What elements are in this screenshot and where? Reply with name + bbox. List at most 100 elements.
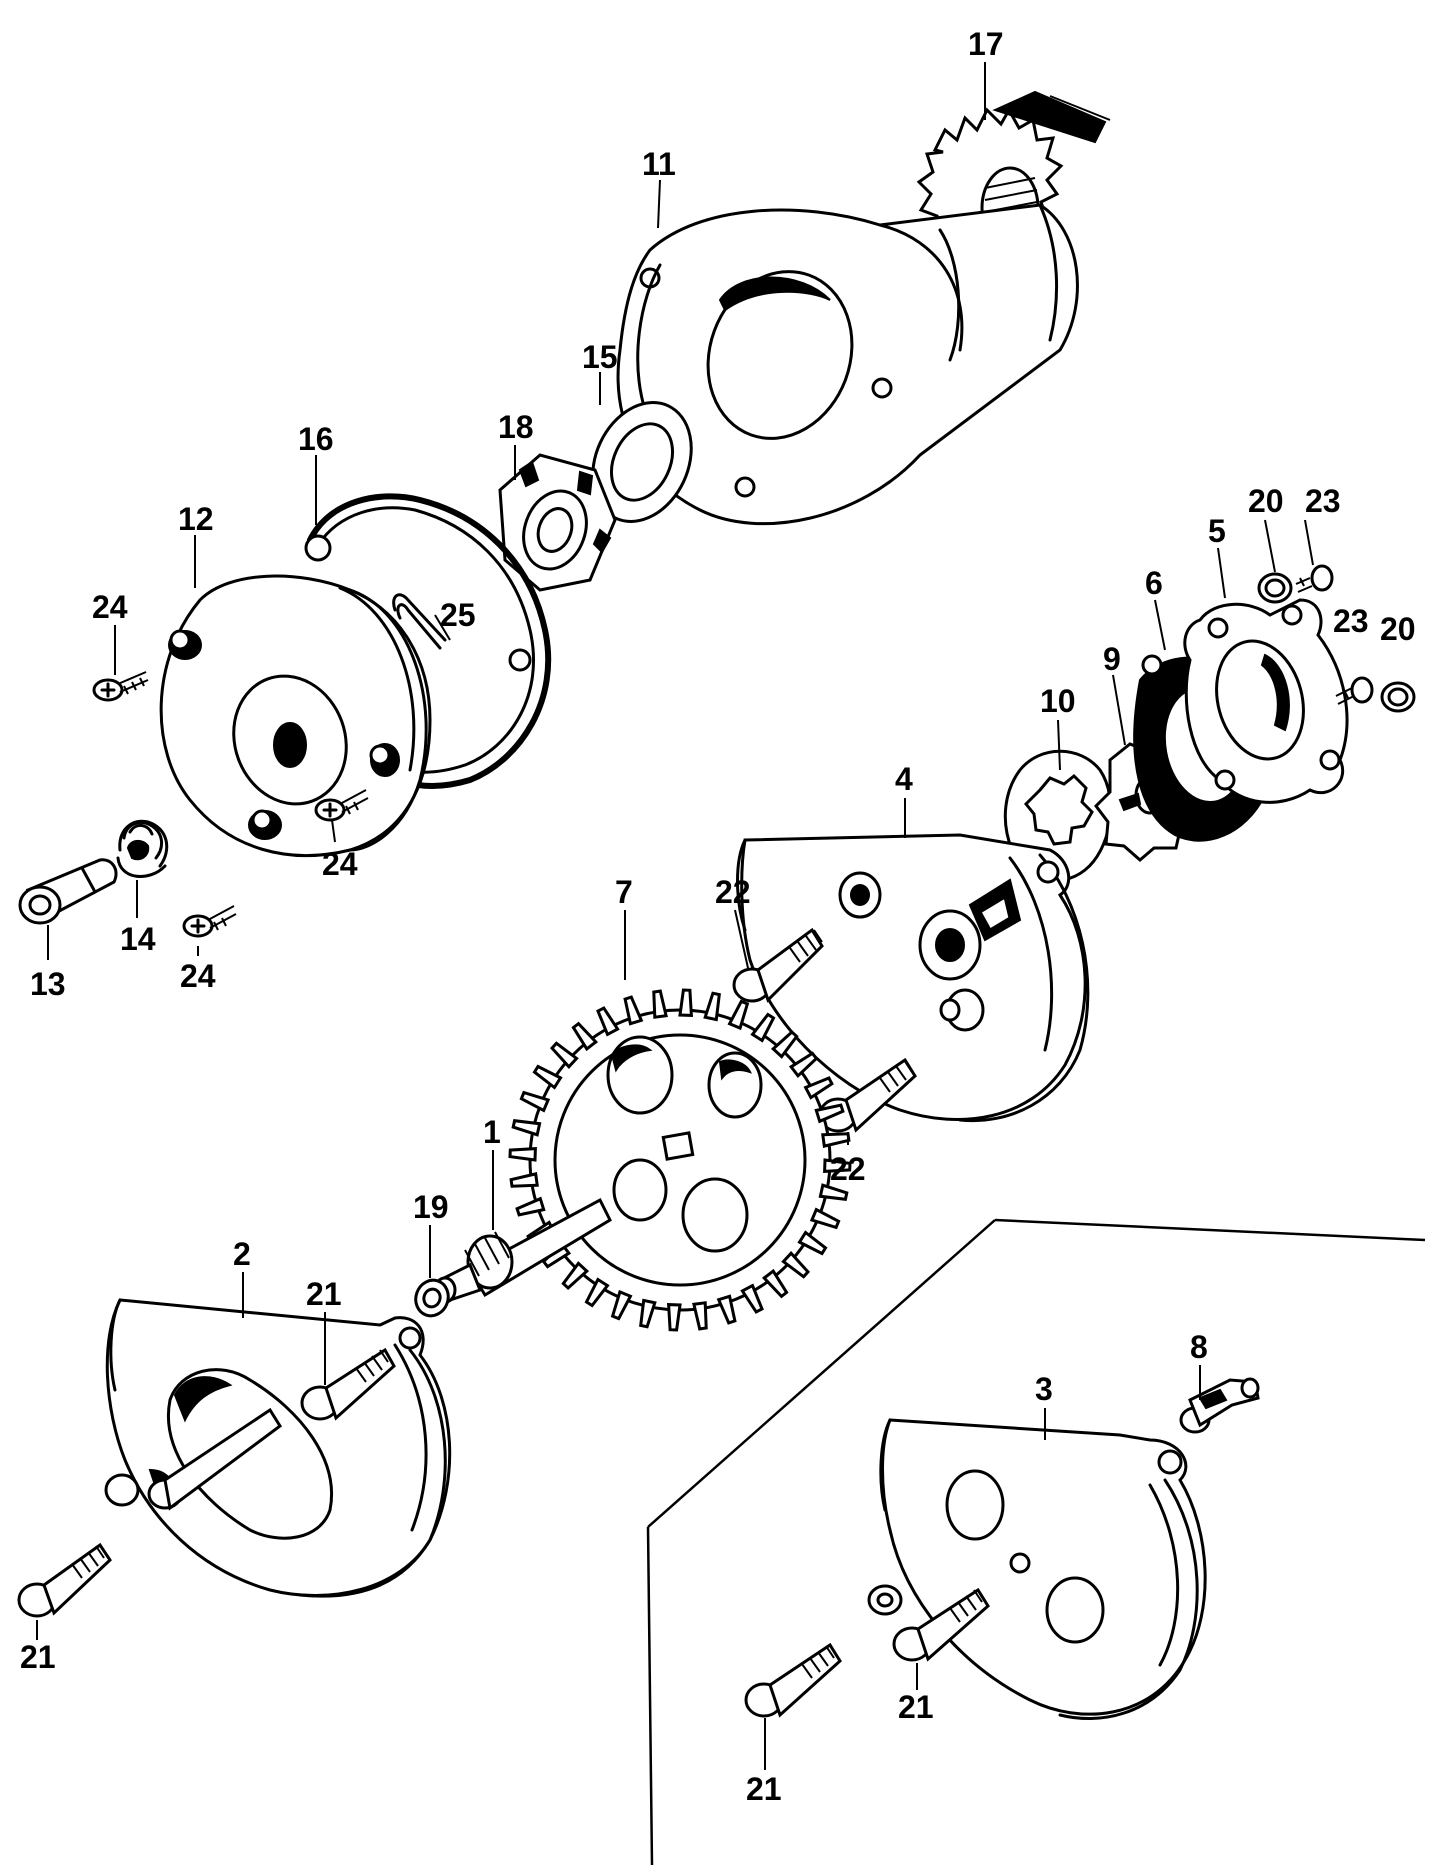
gear-tooth — [818, 1183, 849, 1201]
part-3-boss — [867, 1584, 903, 1616]
callout-14: 14 — [120, 921, 156, 957]
part-18-castle-nut — [498, 453, 617, 592]
callout-labels: 17 11 15 18 16 12 24 25 24 14 24 13 20 2… — [20, 26, 1416, 1807]
callout-9: 9 — [1103, 641, 1121, 677]
part-23-screw-b — [1335, 676, 1374, 705]
callout-24-c: 24 — [180, 958, 216, 994]
gear-tooth — [652, 989, 668, 1019]
gear-tooth — [740, 1283, 764, 1314]
gear-tooth — [814, 1103, 845, 1124]
callout-2: 2 — [233, 1236, 251, 1272]
callout-20-a: 20 — [1248, 483, 1284, 519]
gear-tooth — [511, 1119, 542, 1137]
callout-21-d: 21 — [746, 1771, 782, 1807]
gear-tooth — [515, 1196, 546, 1217]
gear-tooth — [716, 1294, 737, 1325]
callout-20-b: 20 — [1380, 611, 1416, 647]
part-2-pump-housing — [105, 1298, 452, 1598]
gear-tooth — [821, 1132, 851, 1148]
gear-tooth — [639, 1298, 657, 1329]
callout-12: 12 — [178, 501, 214, 537]
gear-tooth — [623, 995, 644, 1026]
part-21-shaft-pin — [104, 1407, 283, 1511]
gear-tooth — [823, 1158, 852, 1173]
gear-tooth — [610, 1289, 633, 1321]
part-24-screw-c — [182, 905, 237, 938]
callout-5: 5 — [1208, 513, 1226, 549]
part-3-alt-housing — [879, 1418, 1207, 1721]
callout-19: 19 — [413, 1189, 449, 1225]
callout-24-b: 24 — [322, 846, 358, 882]
part-24-screw-a — [92, 671, 149, 702]
part-22-bolt-a — [732, 927, 824, 1003]
gear-tooth — [596, 1006, 620, 1037]
part-20-washer-a — [1257, 572, 1293, 604]
part-13-plunger — [18, 858, 118, 925]
callout-8: 8 — [1190, 1329, 1208, 1365]
callout-25: 25 — [440, 597, 476, 633]
leader-lines — [36, 62, 1314, 1770]
gear-tooth — [549, 1041, 579, 1070]
gear-tooth — [770, 1029, 799, 1059]
callout-10: 10 — [1040, 683, 1076, 719]
part-21-bolt-b — [17, 1542, 112, 1618]
gear-tooth — [519, 1090, 551, 1113]
part-24-screw-b — [314, 789, 369, 822]
part-8-nipple — [1179, 1377, 1260, 1434]
gear-tooth — [584, 1277, 610, 1308]
part-7-gear — [508, 988, 852, 1332]
part-20-washer-b — [1380, 681, 1416, 713]
gear-tooth — [750, 1012, 776, 1043]
gear-tooth — [509, 1172, 539, 1188]
callout-18: 18 — [498, 409, 534, 445]
gear-tooth — [571, 1021, 599, 1052]
inset-divider — [646, 1218, 1426, 1866]
part-15-washer — [591, 401, 693, 523]
callout-24-a: 24 — [92, 589, 128, 625]
part-5-pump-plate — [1183, 598, 1349, 804]
callout-23-a: 23 — [1305, 483, 1341, 519]
part-16-gasket — [304, 493, 552, 789]
part-21-bolt-a — [300, 1347, 396, 1421]
gear-tooth — [667, 1303, 682, 1332]
part-4-pump-body — [736, 833, 1090, 1123]
part-23-screw-a — [1295, 564, 1334, 593]
callout-15: 15 — [582, 339, 618, 375]
gear-tooth — [788, 1051, 819, 1079]
callout-6: 6 — [1145, 565, 1163, 601]
callout-7: 7 — [615, 874, 633, 910]
callout-21-c: 21 — [898, 1689, 934, 1725]
callout-21-a: 21 — [306, 1276, 342, 1312]
callout-22-b: 22 — [830, 1151, 866, 1187]
part-25-cotter-pin — [392, 593, 447, 650]
gear-tooth — [761, 1268, 789, 1299]
gear-tooth — [809, 1207, 841, 1230]
part-14-spring — [116, 819, 169, 878]
callout-21-b: 21 — [20, 1639, 56, 1675]
callout-16: 16 — [298, 421, 334, 457]
gear-tooth — [803, 1076, 834, 1100]
callout-13: 13 — [30, 966, 66, 1002]
gear-tooth — [797, 1230, 828, 1256]
gear-tooth — [703, 991, 721, 1022]
callout-4: 4 — [895, 761, 913, 797]
callout-3: 3 — [1035, 1371, 1053, 1407]
part-19-washer — [414, 1278, 450, 1318]
callout-11: 11 — [642, 146, 676, 182]
gear-tooth — [781, 1250, 811, 1279]
callout-23-b: 23 — [1333, 603, 1369, 639]
part-12-cover — [159, 574, 432, 857]
gear-tooth — [561, 1261, 590, 1291]
gear-tooth — [532, 1064, 563, 1090]
gear-tooth — [508, 1147, 537, 1162]
gear-tooth — [692, 1301, 708, 1331]
part-21-bolt-c — [892, 1587, 990, 1662]
callout-17: 17 — [968, 26, 1004, 62]
gear-tooth — [678, 988, 693, 1017]
callout-1: 1 — [483, 1114, 501, 1150]
part-21-bolt-d — [744, 1642, 842, 1718]
part-11-housing — [616, 203, 1079, 526]
gear-tooth — [727, 999, 750, 1031]
callout-22-a: 22 — [715, 874, 751, 910]
